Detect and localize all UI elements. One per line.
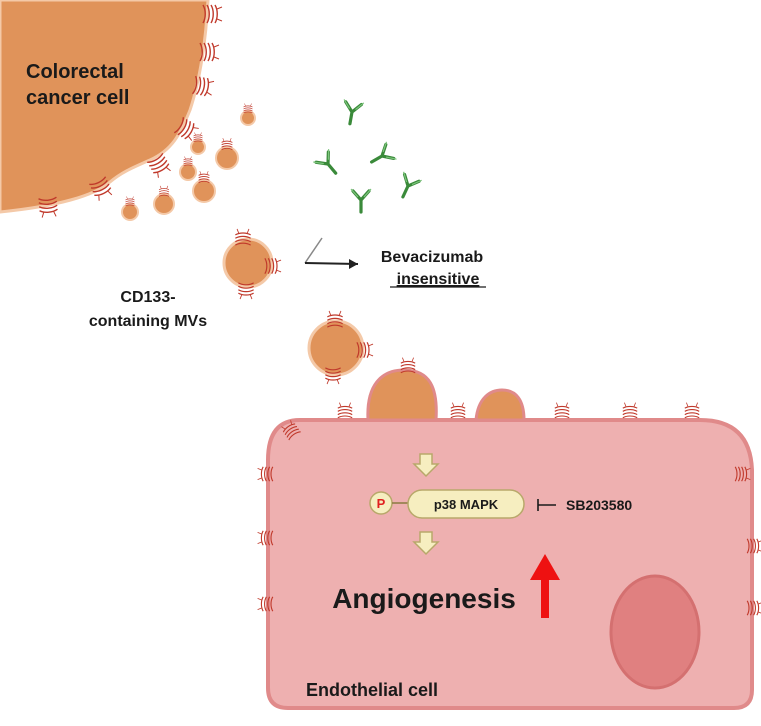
cd133-label-line1: CD133- [120, 289, 175, 306]
phospho-p-label: P [377, 496, 386, 511]
insensitive-arrow [304, 237, 359, 269]
bevacizumab-label: Bevacizumab [381, 249, 483, 266]
colorectal-label-line2: cancer cell [26, 87, 129, 109]
insensitive-label: insensitive [397, 271, 480, 288]
nucleus [609, 574, 701, 690]
phospho-badge [369, 491, 408, 515]
colorectal-cancer-cell [0, 0, 210, 214]
signal-arrow-top [412, 453, 440, 478]
endothelial-label: Endothelial cell [306, 680, 438, 700]
inhibitor-label: SB203580 [566, 497, 632, 513]
microvesicles-small [121, 103, 256, 221]
cd133-microvesicle [222, 228, 282, 300]
colorectal-label-line1: Colorectal [26, 61, 124, 83]
inhibition-mark [537, 499, 556, 511]
p38-mapk-box [407, 489, 525, 519]
signal-arrow-bottom [412, 531, 440, 556]
microvesicle-approaching [307, 310, 374, 385]
bevacizumab-antibodies [311, 97, 424, 214]
cd133-label-line2: containing MVs [89, 313, 207, 330]
increase-arrow [530, 554, 560, 618]
p38-mapk-label: p38 MAPK [434, 497, 499, 512]
angiogenesis-label: Angiogenesis [332, 583, 516, 614]
